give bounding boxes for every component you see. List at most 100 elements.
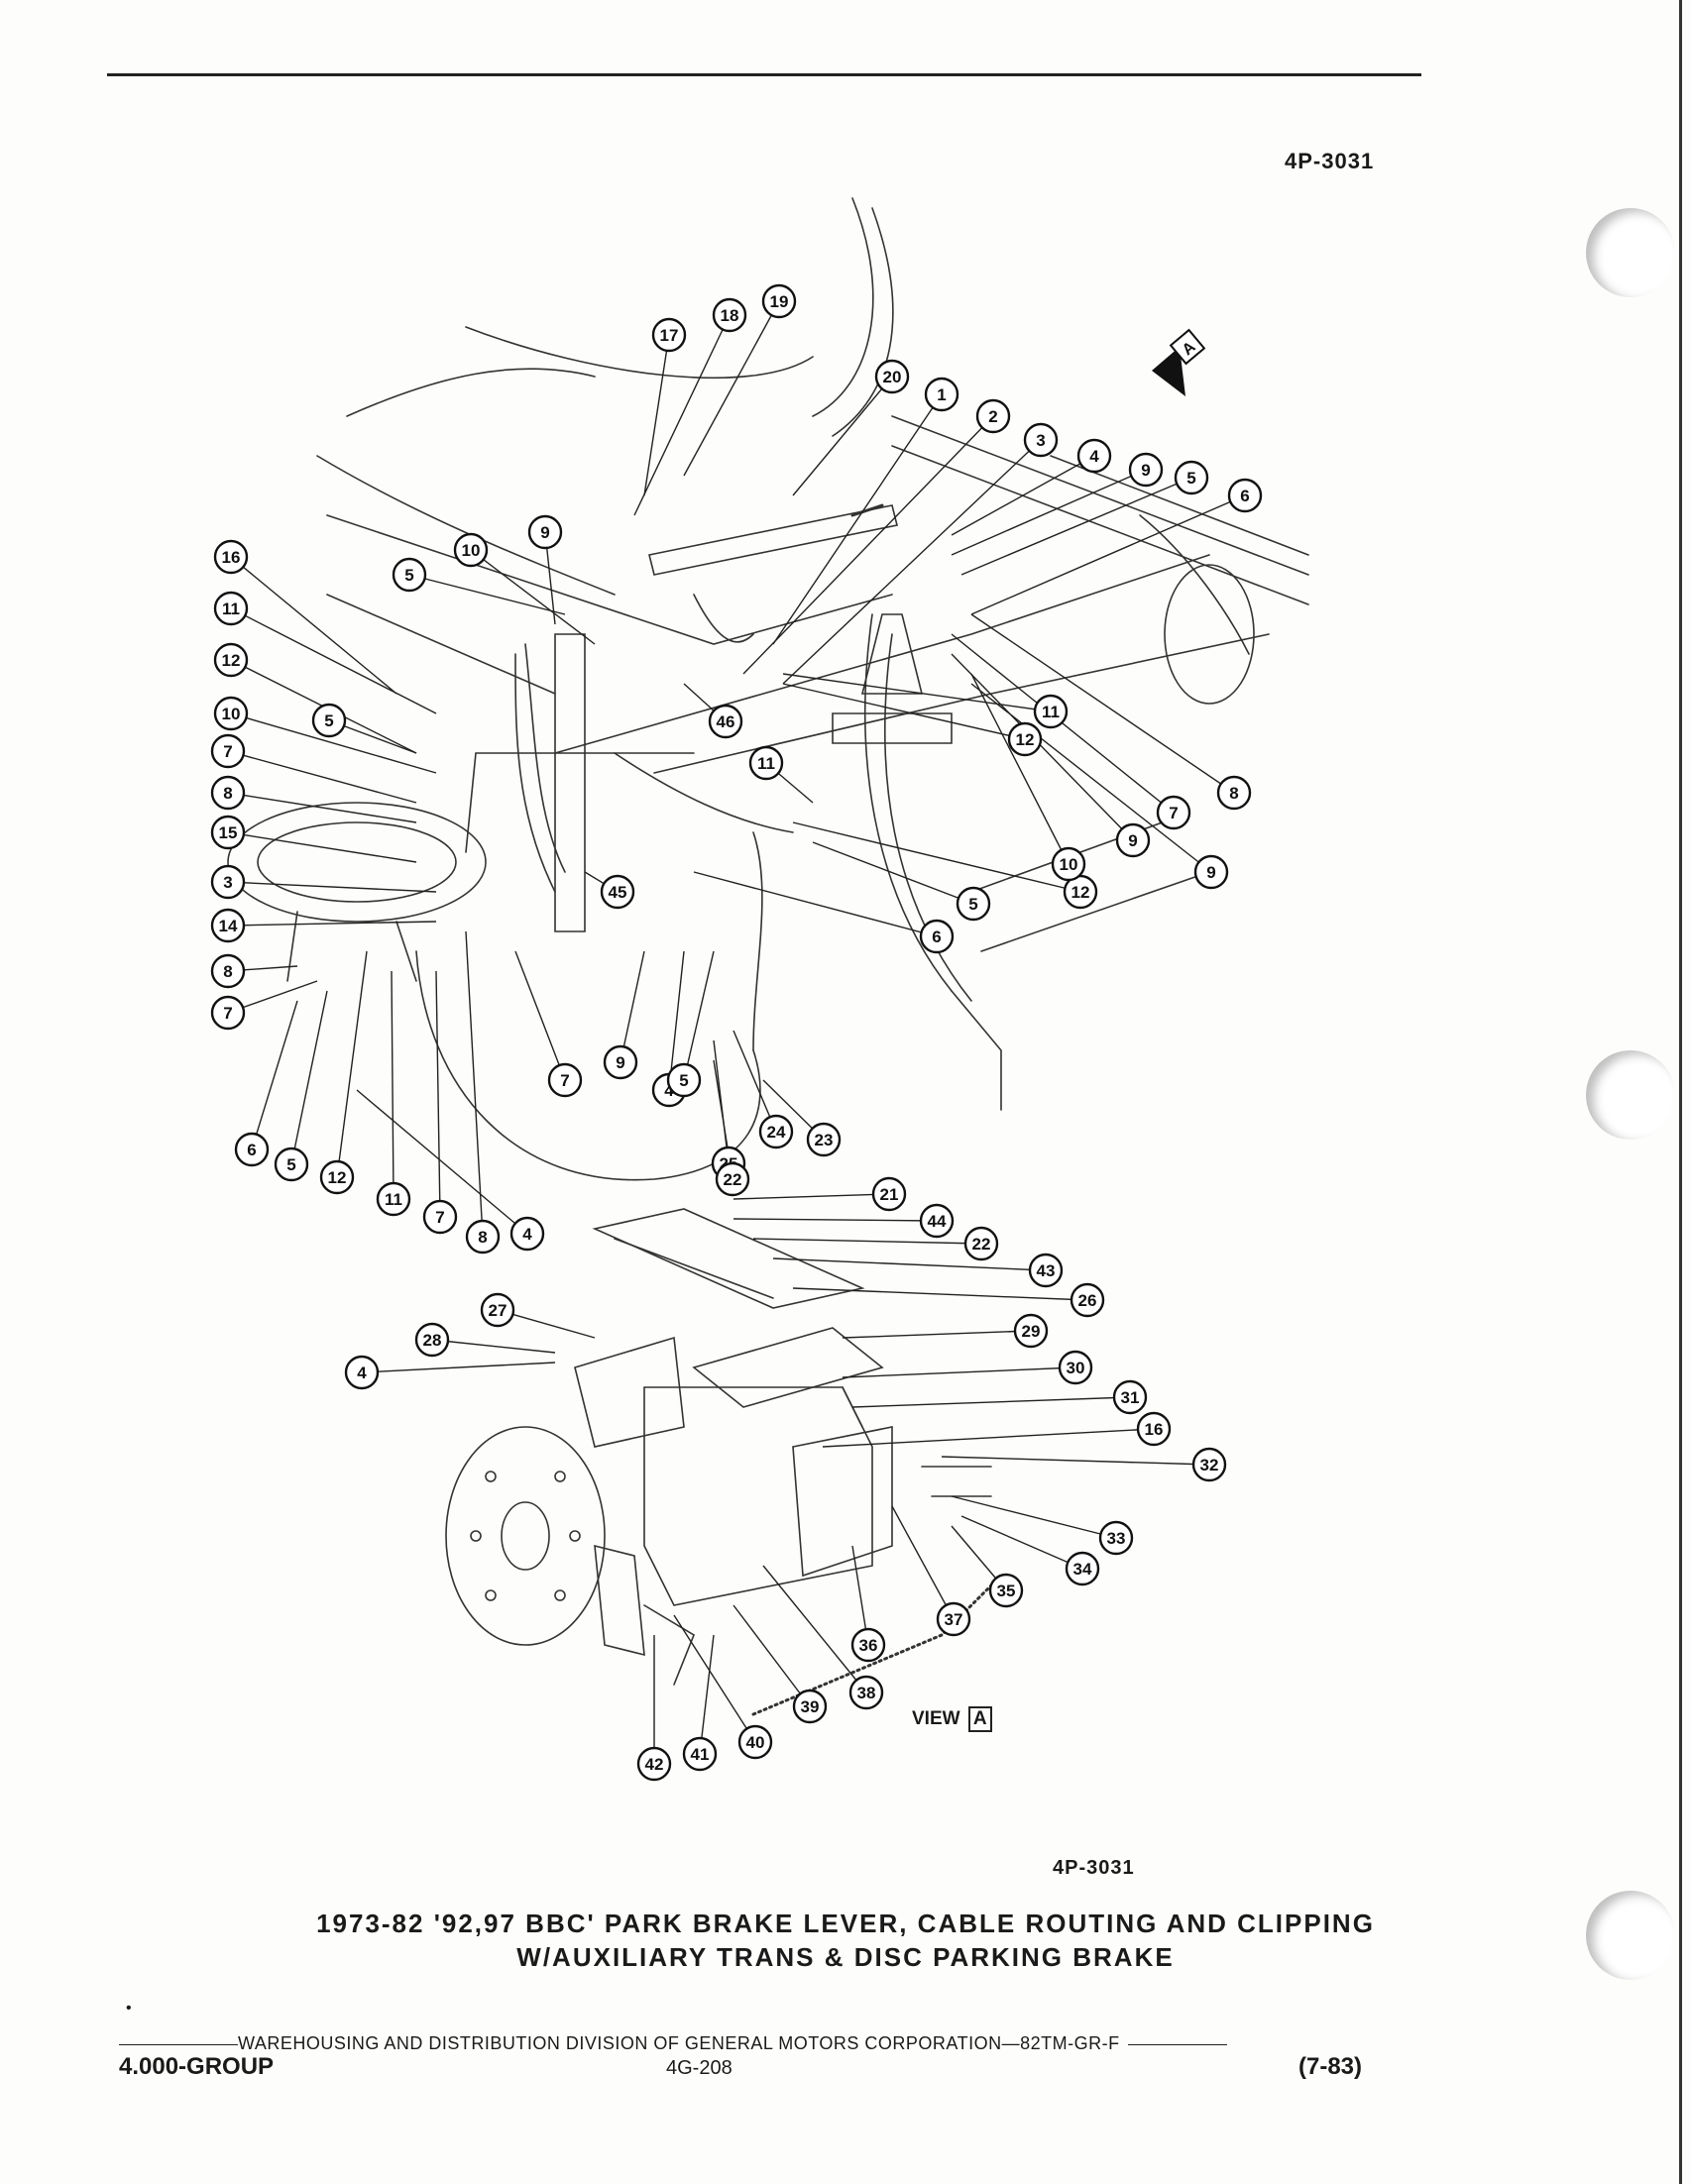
callout-circle bbox=[1023, 422, 1059, 458]
leader-line bbox=[960, 477, 1192, 576]
callout-6: 6 bbox=[919, 919, 955, 954]
callout-3: 3 bbox=[1023, 422, 1059, 458]
callout-5: 5 bbox=[956, 886, 991, 922]
callout-9: 9 bbox=[527, 514, 563, 550]
callout-number: 5 bbox=[1186, 469, 1195, 488]
callout-circle bbox=[274, 1147, 309, 1182]
leader-line bbox=[941, 1456, 1210, 1466]
binder-hole bbox=[1586, 208, 1675, 297]
callout-circle bbox=[600, 874, 635, 910]
callout-circle bbox=[871, 1176, 907, 1212]
callout-8: 8 bbox=[210, 775, 246, 811]
callout-16: 16 bbox=[213, 539, 249, 575]
callout-circle bbox=[210, 953, 246, 989]
leader-line bbox=[891, 1505, 955, 1620]
leader-line bbox=[960, 1515, 1083, 1570]
callout-circle bbox=[480, 1292, 515, 1328]
footer-page-number: 4G-208 bbox=[666, 2057, 733, 2079]
callout-number: 32 bbox=[1200, 1456, 1219, 1474]
callout-circle bbox=[210, 775, 246, 811]
leader-line bbox=[951, 455, 1095, 536]
callout-number: 36 bbox=[859, 1636, 878, 1655]
callout-circle bbox=[651, 317, 687, 353]
callout-12: 12 bbox=[1007, 721, 1043, 757]
callout-number: 6 bbox=[1240, 487, 1249, 505]
callout-5: 5 bbox=[274, 1147, 309, 1182]
callout-number: 9 bbox=[1206, 863, 1215, 882]
callout-number: 6 bbox=[247, 1141, 256, 1159]
callout-31: 31 bbox=[1112, 1379, 1148, 1415]
callout-circle bbox=[213, 591, 249, 626]
callout-circle bbox=[1156, 795, 1191, 830]
callout-circle bbox=[1065, 1551, 1100, 1586]
callout-33: 33 bbox=[1098, 1520, 1134, 1556]
callout-number: 29 bbox=[1022, 1322, 1041, 1341]
callout-circle bbox=[1128, 452, 1164, 488]
callout-8: 8 bbox=[1216, 775, 1252, 811]
callout-circle bbox=[344, 1355, 380, 1390]
leader-line bbox=[251, 1000, 298, 1150]
callout-8: 8 bbox=[465, 1219, 501, 1255]
footer-date: (7-83) bbox=[1298, 2053, 1363, 2080]
callout-number: 31 bbox=[1121, 1388, 1140, 1407]
callout-11: 11 bbox=[748, 745, 784, 781]
callout-number: 22 bbox=[724, 1170, 742, 1189]
leader-line bbox=[431, 1339, 556, 1354]
callout-number: 28 bbox=[423, 1331, 442, 1350]
page-edge bbox=[1679, 0, 1682, 2184]
callout-number: 26 bbox=[1078, 1291, 1097, 1310]
callout-number: 34 bbox=[1073, 1560, 1092, 1579]
callout-11: 11 bbox=[213, 591, 249, 626]
callout-number: 9 bbox=[540, 523, 549, 542]
leader-line bbox=[733, 1218, 938, 1222]
callout-35: 35 bbox=[988, 1573, 1024, 1608]
callout-circle bbox=[758, 1114, 794, 1149]
leader-line bbox=[851, 1396, 1131, 1408]
callout-41: 41 bbox=[682, 1736, 718, 1772]
callout-number: 24 bbox=[767, 1123, 786, 1142]
callout-number: 9 bbox=[616, 1053, 624, 1072]
leader-line bbox=[683, 300, 780, 477]
leader-line bbox=[792, 376, 893, 496]
figure-code-top: 4P-3031 bbox=[1285, 149, 1375, 173]
callout-number: 15 bbox=[219, 823, 238, 842]
leader-line bbox=[227, 750, 417, 804]
callout-circle bbox=[806, 1122, 842, 1157]
callout-number: 46 bbox=[717, 712, 735, 731]
leader-line bbox=[227, 921, 437, 927]
callout-circle bbox=[1174, 460, 1209, 495]
leader-line bbox=[733, 1604, 811, 1707]
callout-36: 36 bbox=[850, 1627, 886, 1663]
callout-9: 9 bbox=[1115, 822, 1151, 858]
callout-number: 16 bbox=[222, 548, 241, 567]
callout-number: 42 bbox=[645, 1755, 664, 1774]
leader-line bbox=[842, 1366, 1076, 1378]
callout-number: 9 bbox=[1128, 831, 1137, 850]
callout-number: 3 bbox=[1036, 431, 1045, 450]
leader-line bbox=[822, 1428, 1155, 1448]
callout-18: 18 bbox=[712, 297, 747, 333]
callout-number: 1 bbox=[937, 385, 946, 404]
callout-number: 7 bbox=[1169, 804, 1178, 822]
leader-line bbox=[762, 1565, 867, 1693]
leader-line bbox=[230, 712, 437, 774]
callout-number: 30 bbox=[1067, 1359, 1085, 1377]
leader-line bbox=[792, 821, 1081, 893]
leader-line bbox=[361, 1362, 556, 1373]
callout-1: 1 bbox=[924, 377, 959, 412]
callout-number: 21 bbox=[880, 1185, 899, 1204]
leader-line bbox=[465, 930, 484, 1238]
caption-line-2: W/AUXILIARY TRANS & DISC PARKING BRAKE bbox=[516, 1942, 1175, 1972]
callout-circle bbox=[1058, 1350, 1093, 1385]
leader-line bbox=[742, 415, 994, 675]
callout-27: 27 bbox=[480, 1292, 515, 1328]
callout-46: 46 bbox=[708, 704, 743, 739]
callout-circle bbox=[748, 745, 784, 781]
callout-circle bbox=[1216, 775, 1252, 811]
view-label: VIEW A bbox=[912, 1706, 992, 1732]
callout-circle bbox=[1193, 854, 1229, 890]
callout-circle bbox=[213, 642, 249, 678]
callout-circle bbox=[956, 886, 991, 922]
callout-number: 2 bbox=[988, 407, 997, 426]
callout-circle bbox=[311, 703, 347, 738]
